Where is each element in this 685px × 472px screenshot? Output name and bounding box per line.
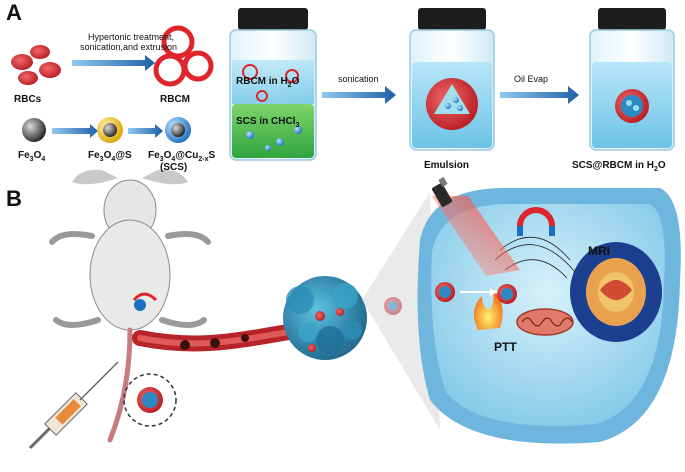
vial-2-emulsion <box>409 8 495 151</box>
rbcm-label: RBCM <box>160 94 190 105</box>
vial1-bottom-label: SCS in CHCl3 <box>236 116 300 129</box>
mouse <box>49 169 211 443</box>
tumor <box>283 276 367 360</box>
hypertonic-label-2: sonication,and extrusion <box>80 42 178 52</box>
laser-device <box>432 177 520 276</box>
arrow-oil-evap <box>500 86 579 104</box>
ptt-label: PTT <box>494 340 517 354</box>
arrow-s-to-scs <box>128 124 163 138</box>
rbc-discs <box>11 45 61 85</box>
syringe <box>28 361 119 450</box>
fe3o4-cus-label: Fe3O4@Cu2-xS <box>148 150 216 163</box>
vial-1 <box>229 8 317 161</box>
vial1-top-label: RBCM in H2O <box>236 76 300 89</box>
vial-3-final <box>589 8 675 151</box>
final-label: SCS@RBCM in H2O <box>572 160 666 173</box>
panel-a-letter: A <box>6 0 22 25</box>
mri-label: MRI <box>588 244 610 258</box>
rbcs-label: RBCs <box>14 94 42 105</box>
fe3o4-label: Fe3O4 <box>18 150 46 163</box>
arrow-fe-to-s <box>52 124 98 138</box>
arrow-sonication <box>322 86 396 104</box>
arrow-rbc-to-rbcm <box>72 55 155 71</box>
sonication-label: sonication <box>338 74 379 84</box>
scs-paren-label: (SCS) <box>160 162 188 173</box>
emulsion-label: Emulsion <box>424 160 470 171</box>
blood-vessel <box>132 322 308 352</box>
hypertonic-label-1: Hypertonic treatment, <box>88 32 175 42</box>
fe3o4-sphere <box>22 118 46 142</box>
fe3o4-s-label: Fe3O4@S <box>88 150 132 163</box>
scs-sphere <box>165 117 191 143</box>
nanoparticle-inset <box>123 373 177 427</box>
fe3o4-s-sphere <box>97 117 123 143</box>
panel-b-letter: B <box>6 186 22 211</box>
oil-evap-label: Oil Evap <box>514 74 549 84</box>
rbcm-rings <box>153 25 214 87</box>
